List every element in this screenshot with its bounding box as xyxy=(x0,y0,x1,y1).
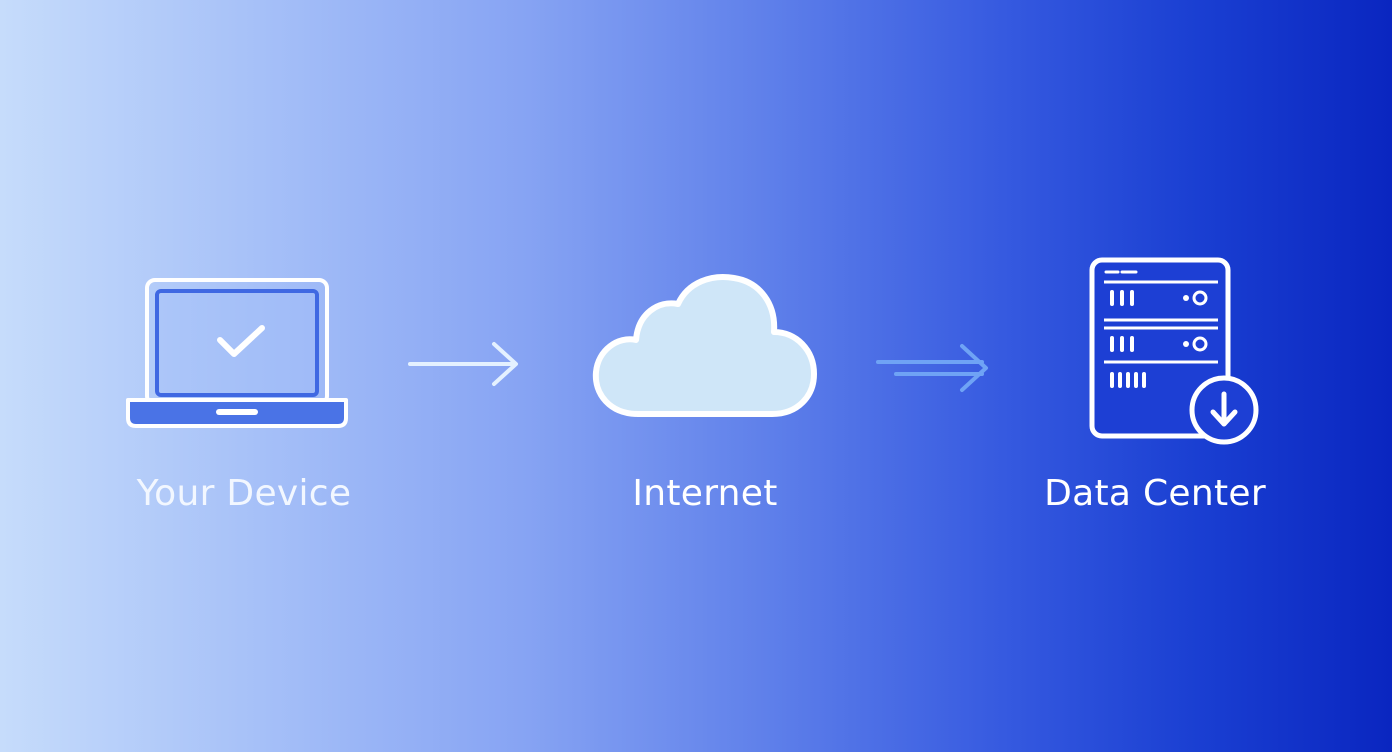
laptop-checkmark-icon xyxy=(126,278,348,428)
node-label-data-center: Data Center xyxy=(1044,473,1266,514)
node-label-your-device: Your Device xyxy=(136,473,352,514)
double-arrow-right-icon xyxy=(876,344,988,392)
cloud-icon xyxy=(592,274,817,417)
node-label-internet: Internet xyxy=(632,473,778,514)
server-rack-download-icon xyxy=(1089,257,1259,445)
arrow-right-icon xyxy=(408,342,518,386)
